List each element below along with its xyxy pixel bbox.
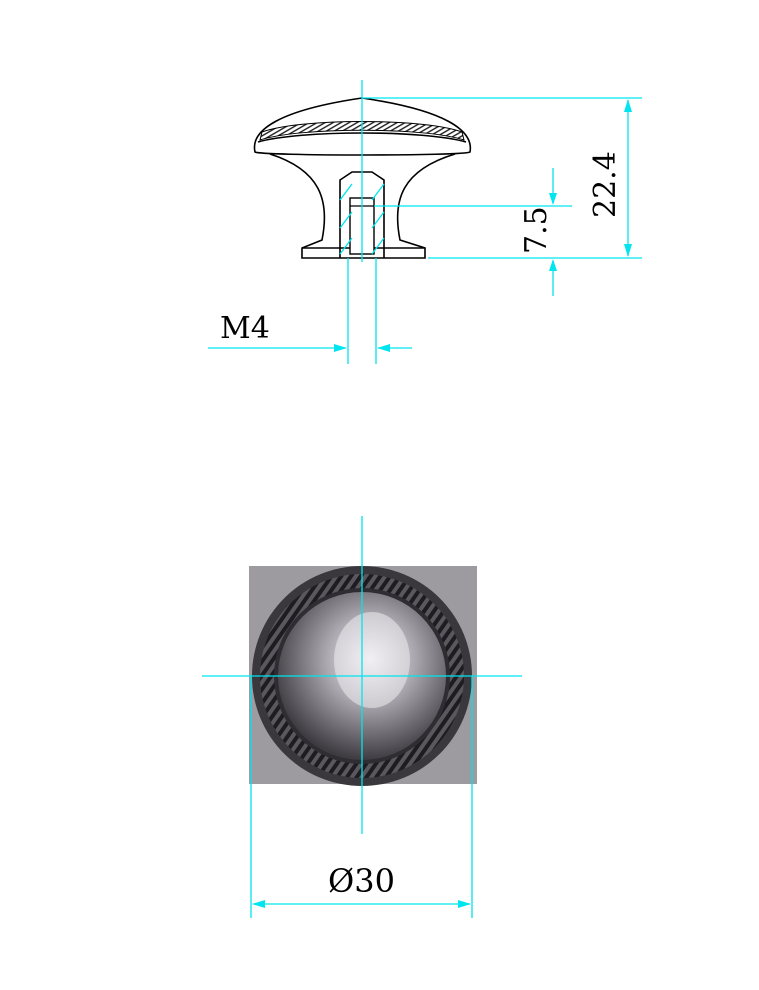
top-view: Ø30	[202, 516, 522, 918]
depth-arrow-bottom	[549, 259, 557, 271]
diameter-arrow-right	[458, 900, 471, 908]
side-view: 22.4 7.5 M4	[208, 80, 642, 364]
thread-arrow-left	[334, 344, 347, 352]
depth-dim-label: 7.5	[519, 206, 554, 254]
diameter-dim-label: Ø30	[328, 862, 395, 900]
height-arrow-top	[624, 99, 632, 112]
diameter-arrow-left	[252, 900, 265, 908]
knob-head-outline	[253, 97, 472, 156]
knob-rope-band	[259, 121, 465, 141]
depth-arrow-top	[549, 193, 557, 205]
thread-dim-label: M4	[220, 311, 270, 346]
bore-hatch	[339, 183, 385, 255]
knob-highlight	[334, 612, 410, 708]
height-dim-label: 22.4	[588, 151, 623, 218]
knob-neck-outline	[269, 153, 456, 259]
thread-arrow-right	[377, 344, 390, 352]
height-arrow-bottom	[624, 244, 632, 257]
